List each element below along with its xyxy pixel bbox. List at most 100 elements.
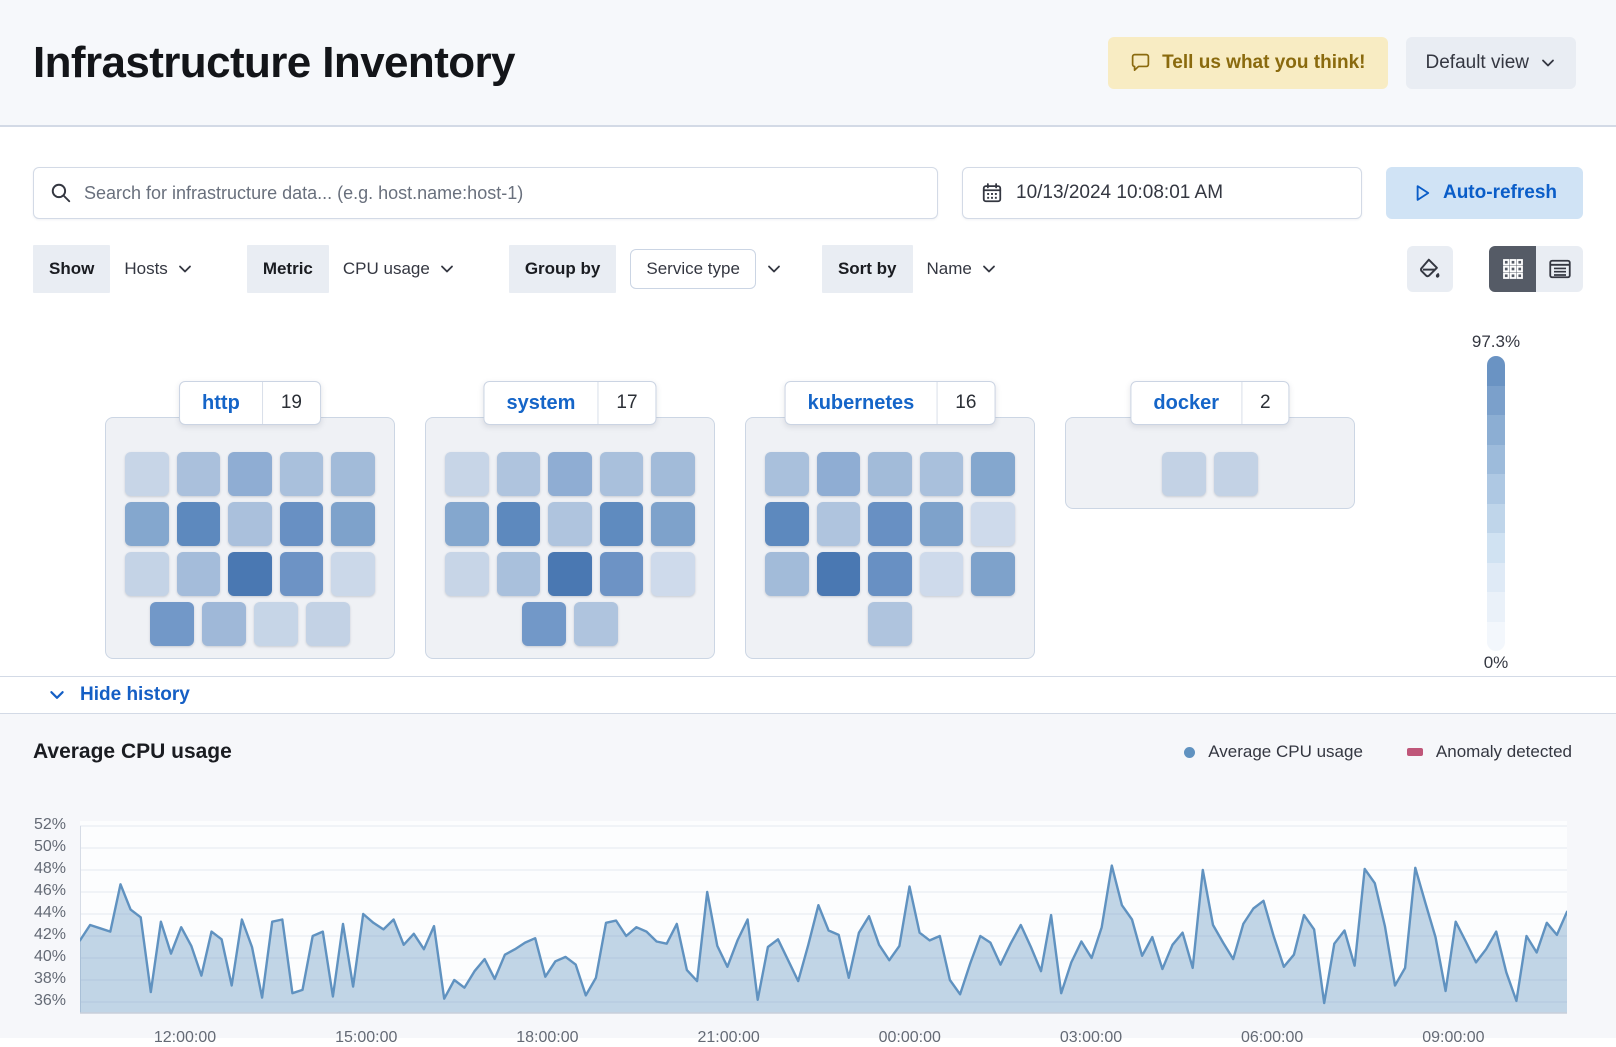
host-node[interactable] <box>816 452 861 496</box>
host-node[interactable] <box>816 552 861 596</box>
waffle-row <box>125 602 375 646</box>
host-node[interactable] <box>125 452 169 496</box>
host-node[interactable] <box>176 502 221 546</box>
group-name-link[interactable]: http <box>202 391 240 414</box>
header-actions: Tell us what you think! Default view <box>1108 36 1576 89</box>
host-node[interactable] <box>548 552 592 596</box>
hide-history-toggle[interactable]: Hide history <box>0 676 1616 714</box>
host-node[interactable] <box>496 452 541 496</box>
color-palette-button[interactable] <box>1407 246 1453 292</box>
chevron-down-icon <box>440 265 453 273</box>
show-value-button[interactable]: Hosts <box>110 245 206 293</box>
host-node[interactable] <box>765 452 809 496</box>
date-picker-button[interactable]: 10/13/2024 10:08:01 AM <box>962 167 1362 219</box>
host-node[interactable] <box>279 552 324 596</box>
host-node[interactable] <box>816 502 861 546</box>
x-axis-tick: 03:00:00 <box>1059 1029 1123 1046</box>
host-node[interactable] <box>202 602 246 646</box>
metric-value-button[interactable]: CPU usage <box>329 245 469 293</box>
host-node[interactable] <box>150 602 194 646</box>
host-node[interactable] <box>651 502 695 546</box>
host-node[interactable] <box>445 502 489 546</box>
group-name-link[interactable]: docker <box>1153 391 1220 414</box>
search-input[interactable] <box>84 182 921 204</box>
page-header: Infrastructure Inventory Tell us what yo… <box>0 0 1616 127</box>
host-node[interactable] <box>919 552 964 596</box>
chevron-down-icon <box>1542 59 1554 66</box>
x-axis-tick: 00:00:00 <box>878 1029 941 1046</box>
host-node[interactable] <box>971 502 1015 546</box>
host-node[interactable] <box>445 552 489 596</box>
host-node[interactable] <box>765 502 809 546</box>
host-node[interactable] <box>445 452 489 496</box>
map-view-toggle[interactable] <box>1489 246 1536 292</box>
y-axis-tick: 44% <box>33 903 66 921</box>
host-node[interactable] <box>331 502 375 546</box>
view-selector-button[interactable]: Default view <box>1405 36 1576 89</box>
waffle-group-http: http 19 <box>105 381 395 659</box>
waffle-row <box>445 452 695 496</box>
host-node[interactable] <box>125 502 169 546</box>
host-node[interactable] <box>919 452 964 496</box>
host-node[interactable] <box>125 552 169 596</box>
host-node[interactable] <box>228 552 272 596</box>
host-node[interactable] <box>868 502 912 546</box>
auto-refresh-button[interactable]: Auto-refresh <box>1386 167 1583 219</box>
group-node-count: 16 <box>955 392 977 413</box>
host-node[interactable] <box>254 602 298 646</box>
host-node[interactable] <box>651 452 695 496</box>
x-axis-tick: 15:00:00 <box>335 1029 398 1046</box>
feedback-button[interactable]: Tell us what you think! <box>1108 36 1388 89</box>
host-node[interactable] <box>548 502 592 546</box>
host-node[interactable] <box>496 552 541 596</box>
host-node[interactable] <box>765 552 809 596</box>
group-node-count: 19 <box>280 392 302 413</box>
y-axis-tick: 42% <box>33 925 66 943</box>
host-node[interactable] <box>971 452 1015 496</box>
host-node[interactable] <box>1214 452 1258 496</box>
host-node[interactable] <box>574 602 618 646</box>
host-node[interactable] <box>279 502 324 546</box>
host-node[interactable] <box>971 552 1015 596</box>
table-view-toggle[interactable] <box>1536 246 1583 292</box>
host-node[interactable] <box>548 452 592 496</box>
host-node[interactable] <box>651 552 695 596</box>
y-axis-tick: 50% <box>33 837 66 855</box>
host-node[interactable] <box>176 552 221 596</box>
metric-label: Metric <box>246 245 329 293</box>
waffle-row <box>445 502 695 546</box>
host-node[interactable] <box>599 552 644 596</box>
host-node[interactable] <box>279 452 324 496</box>
host-node[interactable] <box>868 452 912 496</box>
host-node[interactable] <box>868 602 912 646</box>
host-node[interactable] <box>228 452 272 496</box>
host-node[interactable] <box>331 552 375 596</box>
host-node[interactable] <box>496 502 541 546</box>
x-axis-tick: 12:00:00 <box>153 1029 217 1046</box>
legend-max-value: 97.3% <box>1471 332 1521 351</box>
host-node[interactable] <box>522 602 566 646</box>
host-node[interactable] <box>331 452 375 496</box>
page-title: Infrastructure Inventory <box>33 37 516 87</box>
badge-divider <box>1241 382 1243 424</box>
show-filter: Show Hosts <box>33 245 207 293</box>
legend-item[interactable]: Anomaly detected <box>1406 742 1572 762</box>
cpu-usage-area-chart <box>80 821 1567 1018</box>
host-node[interactable] <box>599 502 644 546</box>
host-node[interactable] <box>599 452 644 496</box>
chevron-down-icon[interactable] <box>766 261 782 277</box>
host-node[interactable] <box>868 552 912 596</box>
host-node[interactable] <box>306 602 350 646</box>
host-node[interactable] <box>176 452 221 496</box>
host-node[interactable] <box>919 502 964 546</box>
host-node[interactable] <box>1162 452 1206 496</box>
search-row: 10/13/2024 10:08:01 AM Auto-refresh <box>33 167 1583 219</box>
group-name-link[interactable]: kubernetes <box>807 391 915 414</box>
group-by-value-button[interactable]: Service type <box>630 249 756 289</box>
group-name-link[interactable]: system <box>506 391 576 414</box>
sort-by-value-button[interactable]: Name <box>913 245 1011 293</box>
legend-item[interactable]: Average CPU usage <box>1184 742 1363 762</box>
host-node[interactable] <box>228 502 272 546</box>
